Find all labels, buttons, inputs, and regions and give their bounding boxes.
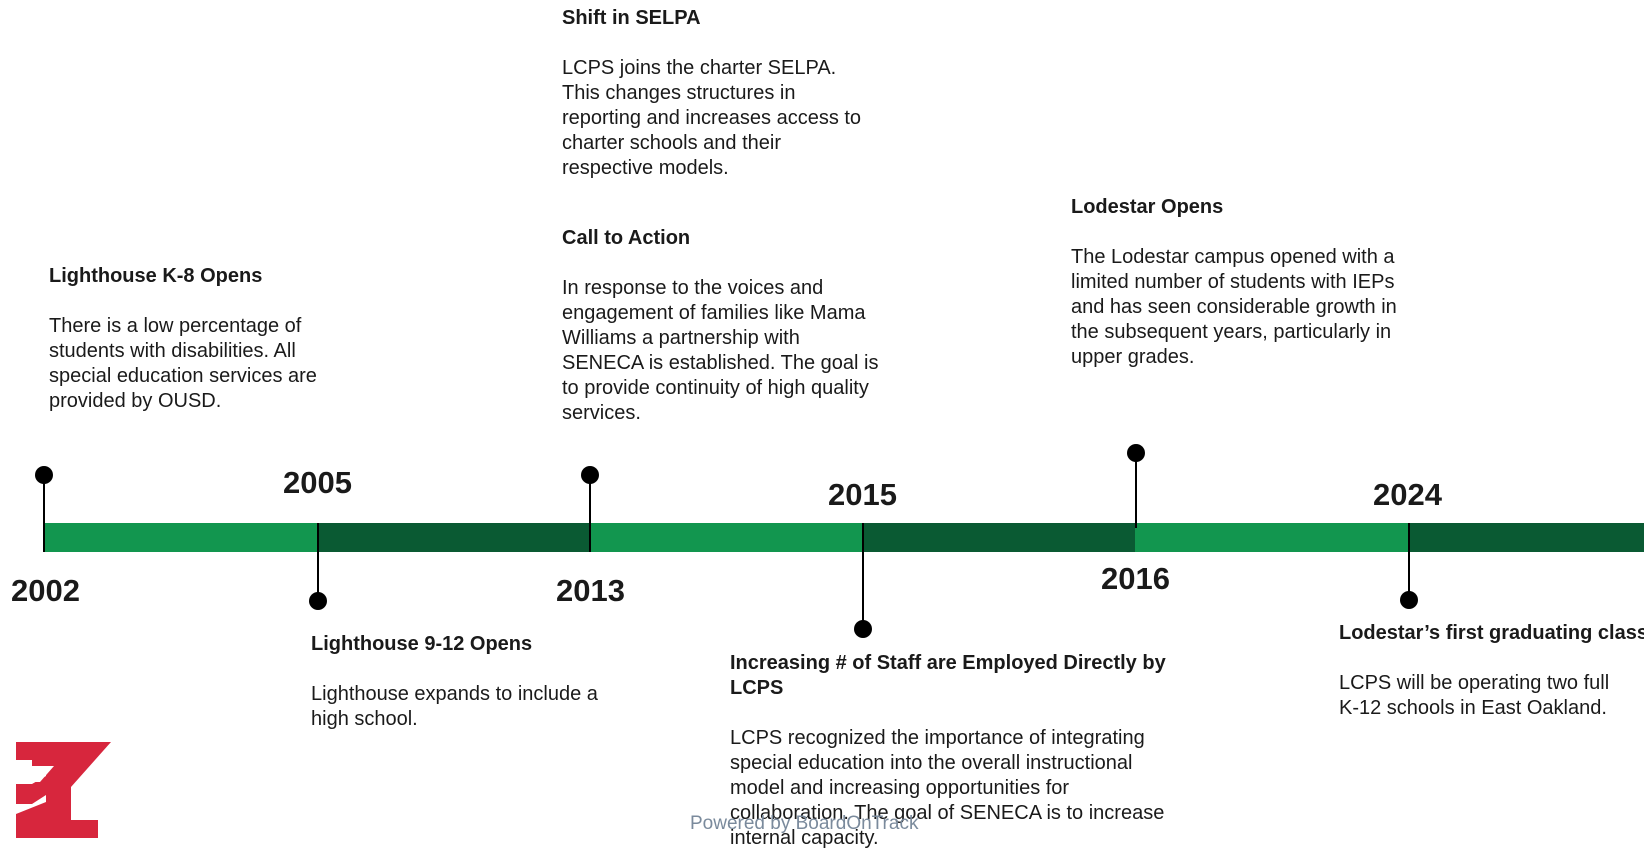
year-label-2013: 2013 bbox=[556, 573, 625, 608]
milestone-stem-2013 bbox=[589, 475, 591, 552]
year-label-2024: 2024 bbox=[1373, 477, 1442, 512]
event-lodestar-opens: Lodestar Opens The Lodestar campus opene… bbox=[1071, 195, 1401, 370]
timeline-segment-2013-2015 bbox=[590, 523, 862, 552]
event-title: Lodestar Opens bbox=[1071, 196, 1224, 218]
timeline-segment-2005-2013 bbox=[317, 523, 590, 552]
event-title: Lighthouse K-8 Opens bbox=[49, 265, 263, 287]
event-shift-in-selpa: Shift in SELPA LCPS joins the charter SE… bbox=[562, 6, 872, 181]
el-logo-icon bbox=[16, 742, 111, 838]
milestone-dot-2005 bbox=[309, 592, 327, 610]
event-increasing-staff: Increasing # of Staff are Employed Direc… bbox=[730, 651, 1175, 851]
year-label-2016: 2016 bbox=[1101, 561, 1170, 596]
timeline-segment-2024-end bbox=[1408, 523, 1644, 552]
milestone-dot-2015 bbox=[854, 620, 872, 638]
event-description: LCPS will be operating two full K-12 sch… bbox=[1339, 672, 1610, 719]
milestone-stem-2005 bbox=[317, 523, 319, 600]
milestone-stem-2024 bbox=[1408, 523, 1410, 600]
event-lodestar-first-graduating-class: Lodestar’s first graduating class LCPS w… bbox=[1339, 621, 1644, 721]
year-label-2015: 2015 bbox=[828, 477, 897, 512]
event-title: Increasing # of Staff are Employed Direc… bbox=[730, 652, 1166, 699]
event-description: In response to the voices and engagement… bbox=[562, 277, 879, 424]
event-title: Lighthouse 9-12 Opens bbox=[311, 633, 533, 655]
timeline-segment-2015-2016 bbox=[862, 523, 1135, 552]
event-lighthouse-k8-opens: Lighthouse K-8 Opens There is a low perc… bbox=[49, 264, 349, 414]
year-label-2005: 2005 bbox=[283, 465, 352, 500]
timeline-segment-2016-2024 bbox=[1135, 523, 1408, 552]
milestone-stem-2016 bbox=[1135, 453, 1137, 528]
event-description: There is a low percentage of students wi… bbox=[49, 315, 317, 412]
event-lighthouse-9-12-opens: Lighthouse 9-12 Opens Lighthouse expands… bbox=[311, 632, 631, 732]
event-description: The Lodestar campus opened with a limite… bbox=[1071, 246, 1397, 368]
event-call-to-action: Call to Action In response to the voices… bbox=[562, 226, 884, 426]
event-title: Shift in SELPA bbox=[562, 7, 701, 29]
powered-by-footer[interactable]: Powered by BoardOnTrack bbox=[690, 813, 919, 834]
event-description: Lighthouse expands to include a high sch… bbox=[311, 683, 598, 730]
milestone-stem-2015 bbox=[862, 523, 864, 628]
milestone-stem-2002 bbox=[43, 475, 45, 552]
event-title: Lodestar’s first graduating class bbox=[1339, 622, 1644, 644]
year-label-2002: 2002 bbox=[11, 573, 80, 608]
event-title: Call to Action bbox=[562, 227, 691, 249]
timeline-segment-2002-2005 bbox=[44, 523, 317, 552]
event-description: LCPS joins the charter SELPA. This chang… bbox=[562, 57, 862, 179]
milestone-dot-2024 bbox=[1400, 591, 1418, 609]
event-description: LCPS recognized the importance of integr… bbox=[730, 727, 1165, 849]
